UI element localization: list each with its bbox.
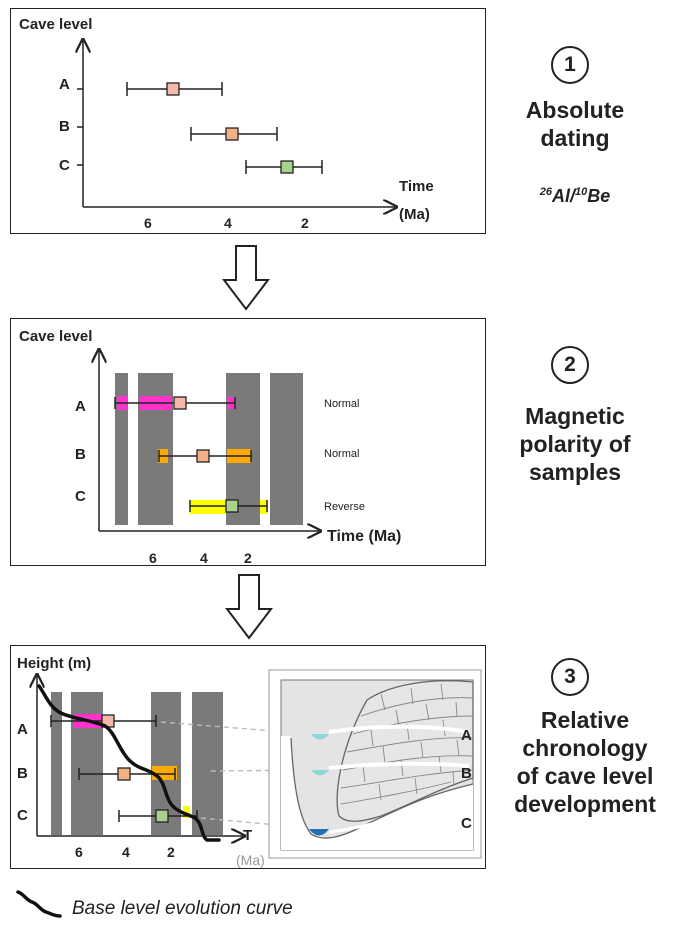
sample-c-marker <box>225 499 239 513</box>
x-axis-title: T <box>243 827 252 844</box>
sample-b-marker <box>117 767 131 781</box>
step-3-line-1: Relative <box>540 707 630 733</box>
sample-a-polarity <box>114 396 236 410</box>
tick-label-6: 6 <box>144 215 152 231</box>
isotope-label: 26Al/10Be <box>539 186 611 206</box>
tick-label-6: 6 <box>75 844 83 860</box>
step-1-title: Absolute dating <box>500 96 650 152</box>
step-number-3: 3 <box>551 658 589 696</box>
level-label-a: A <box>75 398 86 415</box>
level-label-c: C <box>75 488 86 505</box>
tick-label-4: 4 <box>200 550 208 566</box>
step-number-2: 2 <box>551 346 589 384</box>
sample-c-polarity <box>189 499 268 514</box>
step-3-line-3: of cave level <box>516 763 654 790</box>
tick-label-4: 4 <box>122 844 130 860</box>
step-2-line-3: samples <box>528 459 622 486</box>
step-2-line-1: Magnetic <box>525 403 625 429</box>
step-number-1: 1 <box>551 46 589 84</box>
panel-magnetic-polarity: Cave level Time (Ma) A B C 6 4 2 Normal <box>10 318 486 566</box>
y-axis-title: Height (m) <box>17 655 91 672</box>
panel1-chart: Cave level Time (Ma) A B C 6 4 2 <box>19 16 434 231</box>
step-2-title: Magnetic polarity of samples <box>500 402 650 486</box>
level-label-c: C <box>59 157 70 174</box>
polarity-band <box>115 373 128 525</box>
tick-label-4: 4 <box>224 215 232 231</box>
polarity-label-a: Normal <box>324 398 359 410</box>
x-axis-title: Time <box>399 178 434 195</box>
sample-b-marker <box>196 449 210 463</box>
link-line-a <box>160 721 312 735</box>
polarity-band <box>71 692 103 835</box>
sample-a-marker <box>173 396 187 410</box>
level-label-a: A <box>59 76 70 93</box>
tick-label-2: 2 <box>301 215 309 231</box>
level-label-b: B <box>59 118 70 135</box>
polarity-band <box>51 692 62 835</box>
base-level-curve-legend-icon <box>16 890 62 918</box>
panel2-chart: Cave level Time (Ma) A B C 6 4 2 Normal <box>19 328 401 566</box>
base-level-curve <box>37 684 221 842</box>
down-arrow-icon <box>222 245 270 311</box>
step-3-title: Relative chronology of cave level develo… <box>496 706 674 818</box>
y-axis-title: Cave level <box>19 328 92 345</box>
panel-absolute-dating: Cave level Time (Ma) A B C 6 4 2 <box>10 8 486 234</box>
sample-b-polarity <box>158 449 252 463</box>
step-2-line-2: polarity of <box>519 431 631 458</box>
cave-label-b: B <box>461 765 472 782</box>
sample-c-marker <box>280 160 294 174</box>
y-axis-title: Cave level <box>19 16 92 33</box>
sample-a-marker <box>166 82 180 96</box>
tick-label-2: 2 <box>167 844 175 860</box>
cave-label-c: C <box>461 815 472 832</box>
polarity-label-b: Normal <box>324 448 359 460</box>
level-label-c: C <box>17 807 28 824</box>
cave-cross-section <box>268 669 482 859</box>
tick-label-6: 6 <box>149 550 157 566</box>
cave-label-a: A <box>461 727 472 744</box>
legend-label: Base level evolution curve <box>72 898 293 919</box>
polarity-label-c: Reverse <box>324 501 365 513</box>
step-1-line-2: dating <box>540 125 610 152</box>
level-label-b: B <box>75 446 86 463</box>
water-pool-c <box>309 829 329 836</box>
panel-relative-chronology: Height (m) T (Ma) A B C 6 4 2 <box>10 645 486 869</box>
panel3-chart: Height (m) T (Ma) A B C 6 4 2 <box>17 655 482 868</box>
polarity-band <box>270 373 303 525</box>
sample-b-range <box>190 127 278 141</box>
step-3-line-2: chronology <box>522 735 648 762</box>
x-axis-unit: (Ma) <box>236 852 265 868</box>
sample-a-range <box>126 82 223 96</box>
sample-b-marker <box>225 127 239 141</box>
water-pool-b <box>311 770 329 776</box>
x-axis-unit: (Ma) <box>399 206 430 223</box>
sample-c-range <box>245 160 323 174</box>
level-label-a: A <box>17 721 28 738</box>
water-pool-a <box>311 734 329 740</box>
step-3-line-4: development <box>514 791 656 818</box>
down-arrow-icon <box>225 574 273 640</box>
step-1-line-1: Absolute <box>525 97 625 123</box>
tick-label-2: 2 <box>244 550 252 566</box>
level-label-b: B <box>17 765 28 782</box>
x-axis-title: Time (Ma) <box>327 528 401 545</box>
sample-c-marker <box>155 809 169 823</box>
